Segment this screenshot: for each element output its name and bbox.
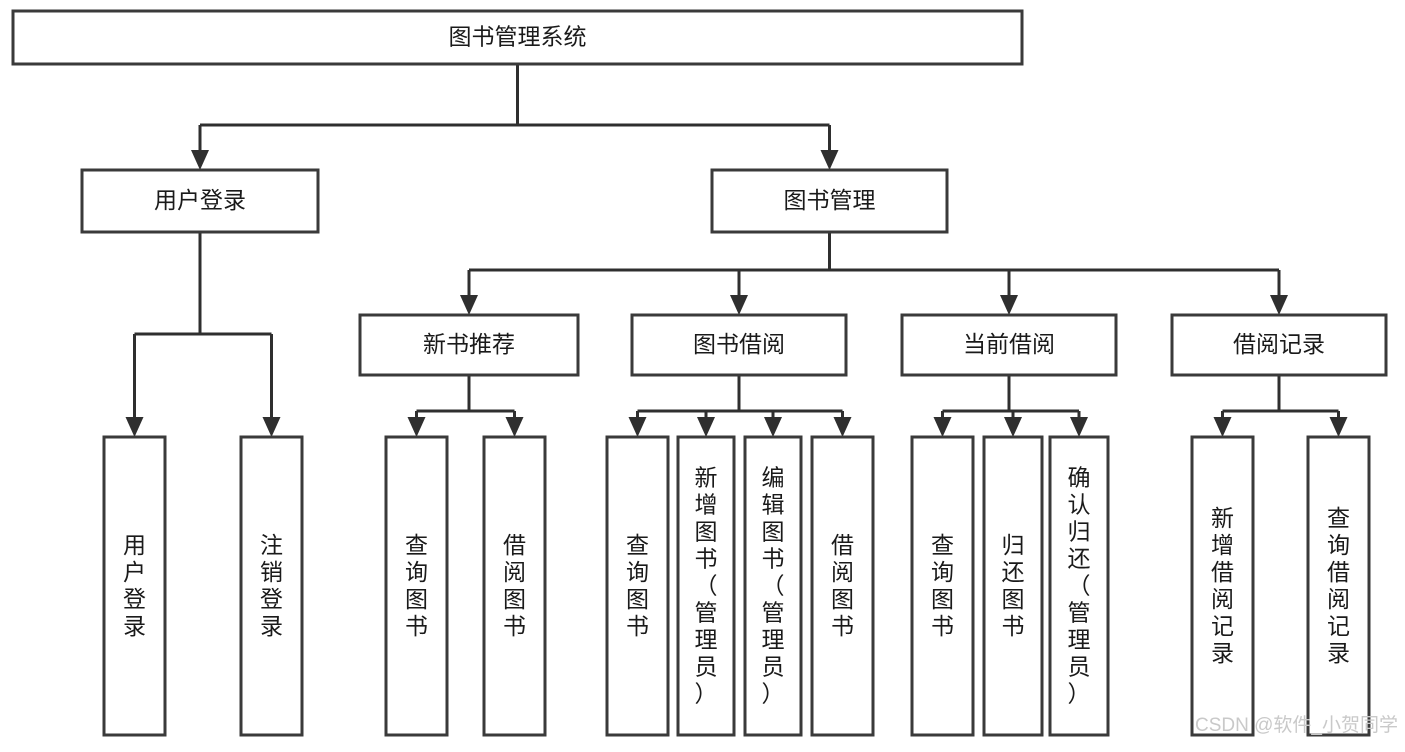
node-leaf-12-查询借阅记录-rect[interactable] — [1306, 435, 1371, 737]
node-leaf-9-归还图书-rect[interactable] — [982, 435, 1044, 737]
arrow-mgr-to-l3-1 — [730, 295, 748, 315]
node-l3-新书推荐[interactable]: 新书推荐 — [358, 313, 580, 377]
node-leaf-6-编辑图书管理员[interactable]: 编辑图书（管理员） — [743, 435, 803, 737]
arrow-mgr-to-l3-2 — [1000, 295, 1018, 315]
node-leaf-1-注销登录-label: 注销登录 — [260, 532, 283, 639]
node-leaf-1-注销登录[interactable]: 注销登录 — [239, 435, 304, 737]
node-leaf-12-查询借阅记录[interactable]: 查询借阅记录 — [1306, 435, 1371, 737]
node-l2-用户登录[interactable]: 用户登录 — [80, 168, 320, 234]
node-leaf-1-注销登录-rect[interactable] — [239, 435, 304, 737]
node-root-图书管理系统-rect[interactable] — [11, 9, 1024, 66]
node-leaf-2-查询图书-rect[interactable] — [384, 435, 449, 737]
node-root-图书管理系统-label: 图书管理系统 — [449, 24, 587, 50]
node-leaf-11-新增借阅记录[interactable]: 新增借阅记录 — [1190, 435, 1255, 737]
nodes-layer: 图书管理系统用户登录图书管理新书推荐图书借阅当前借阅借阅记录用户登录注销登录查询… — [11, 9, 1388, 737]
node-leaf-5-新增图书管理员-rect[interactable] — [676, 435, 736, 737]
node-leaf-6-编辑图书管理员-rect[interactable] — [743, 435, 803, 737]
node-l3-借阅记录-rect[interactable] — [1170, 313, 1388, 377]
node-leaf-3-借阅图书[interactable]: 借阅图书 — [482, 435, 547, 737]
arrow-新书推荐-to-leaf-0 — [407, 417, 426, 437]
node-leaf-10-确认归还管理员-rect[interactable] — [1048, 435, 1110, 737]
node-leaf-7-借阅图书-label: 借阅图书 — [831, 532, 854, 639]
node-l3-当前借阅-rect[interactable] — [900, 313, 1118, 377]
arrow-借阅记录-to-leaf-0 — [1213, 417, 1232, 437]
node-leaf-12-查询借阅记录-label: 查询借阅记录 — [1327, 505, 1350, 666]
node-leaf-11-新增借阅记录-label: 新增借阅记录 — [1211, 505, 1234, 666]
node-leaf-4-查询图书-label: 查询图书 — [626, 532, 649, 639]
node-l3-借阅记录[interactable]: 借阅记录 — [1170, 313, 1388, 377]
node-leaf-6-编辑图书管理员-label: 编辑图书（管理员） — [762, 465, 785, 707]
node-l3-图书借阅-rect[interactable] — [630, 313, 848, 377]
node-l2-用户登录-label: 用户登录 — [154, 187, 246, 213]
node-l3-借阅记录-label: 借阅记录 — [1233, 331, 1325, 357]
node-leaf-9-归还图书-label: 归还图书 — [1002, 532, 1025, 639]
node-leaf-8-查询图书-label: 查询图书 — [931, 532, 954, 639]
arrow-新书推荐-to-leaf-1 — [505, 417, 524, 437]
node-l2-用户登录-rect[interactable] — [80, 168, 320, 234]
node-leaf-0-用户登录-label: 用户登录 — [123, 532, 146, 639]
arrow-用户登录-to-leaf-0 — [125, 417, 144, 437]
arrow-mgr-to-l3-3 — [1270, 295, 1288, 315]
node-leaf-2-查询图书-label: 查询图书 — [405, 532, 428, 639]
arrow-当前借阅-to-leaf-1 — [1004, 417, 1022, 437]
node-leaf-7-借阅图书-rect[interactable] — [810, 435, 875, 737]
arrow-mgr-to-l3-0 — [460, 295, 478, 315]
node-l2-图书管理-rect[interactable] — [710, 168, 949, 234]
node-leaf-11-新增借阅记录-rect[interactable] — [1190, 435, 1255, 737]
csdn-watermark: CSDN @软件_小贺同学 — [1195, 714, 1398, 736]
node-leaf-3-借阅图书-label: 借阅图书 — [503, 532, 526, 639]
arrow-当前借阅-to-leaf-2 — [1070, 417, 1088, 437]
node-leaf-4-查询图书-rect[interactable] — [605, 435, 670, 737]
node-l3-当前借阅[interactable]: 当前借阅 — [900, 313, 1118, 377]
node-leaf-5-新增图书管理员-label: 新增图书（管理员） — [695, 465, 718, 707]
node-leaf-4-查询图书[interactable]: 查询图书 — [605, 435, 670, 737]
arrow-图书借阅-to-leaf-3 — [833, 417, 852, 437]
node-leaf-8-查询图书-rect[interactable] — [910, 435, 975, 737]
arrow-root-to-l2-1 — [820, 150, 839, 170]
node-l3-图书借阅[interactable]: 图书借阅 — [630, 313, 848, 377]
node-leaf-5-新增图书管理员[interactable]: 新增图书（管理员） — [676, 435, 736, 737]
node-l3-新书推荐-rect[interactable] — [358, 313, 580, 377]
arrow-当前借阅-to-leaf-0 — [933, 417, 952, 437]
arrow-借阅记录-to-leaf-1 — [1329, 417, 1348, 437]
arrow-图书借阅-to-leaf-2 — [764, 417, 782, 437]
node-leaf-7-借阅图书[interactable]: 借阅图书 — [810, 435, 875, 737]
node-leaf-10-确认归还管理员[interactable]: 确认归还（管理员） — [1048, 435, 1110, 737]
node-leaf-0-用户登录-rect[interactable] — [102, 435, 167, 737]
arrow-用户登录-to-leaf-1 — [262, 417, 281, 437]
node-l2-图书管理[interactable]: 图书管理 — [710, 168, 949, 234]
node-leaf-8-查询图书[interactable]: 查询图书 — [910, 435, 975, 737]
node-leaf-0-用户登录[interactable]: 用户登录 — [102, 435, 167, 737]
node-l3-当前借阅-label: 当前借阅 — [963, 331, 1055, 357]
node-leaf-10-确认归还管理员-label: 确认归还（管理员） — [1068, 465, 1091, 707]
node-leaf-9-归还图书[interactable]: 归还图书 — [982, 435, 1044, 737]
arrow-图书借阅-to-leaf-0 — [628, 417, 647, 437]
node-l2-图书管理-label: 图书管理 — [784, 187, 876, 213]
arrow-图书借阅-to-leaf-1 — [697, 417, 715, 437]
connectors-layer — [125, 64, 1348, 437]
arrow-root-to-l2-0 — [191, 150, 209, 170]
node-l3-新书推荐-label: 新书推荐 — [423, 331, 515, 357]
node-root-图书管理系统[interactable]: 图书管理系统 — [11, 9, 1024, 66]
node-leaf-3-借阅图书-rect[interactable] — [482, 435, 547, 737]
node-leaf-2-查询图书[interactable]: 查询图书 — [384, 435, 449, 737]
node-l3-图书借阅-label: 图书借阅 — [693, 331, 785, 357]
